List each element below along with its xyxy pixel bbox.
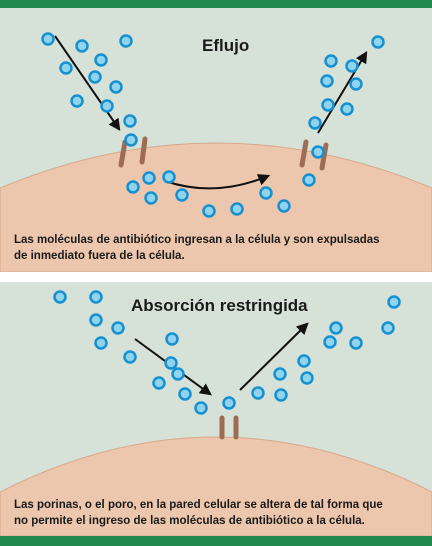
internal-arrow <box>164 174 271 190</box>
porin-right <box>299 139 329 171</box>
efflux-diagram <box>0 32 432 272</box>
cell-body <box>0 436 432 536</box>
bottom-band <box>0 536 432 546</box>
efflux-caption-line-1: Las moléculas de antibiótico ingresan a … <box>14 234 380 246</box>
porin <box>219 415 239 440</box>
antibiotic-molecules <box>41 32 385 218</box>
entry-arrow <box>54 35 121 131</box>
restricted-uptake-title: Absorción restringida <box>131 296 308 315</box>
restricted-caption-line-2: no permite el ingreso de las moléculas d… <box>14 514 365 527</box>
porin-left <box>118 136 148 168</box>
restricted-uptake-diagram <box>0 290 432 536</box>
top-band <box>0 0 432 8</box>
efflux-caption: Las moléculas de antibiótico ingresan a … <box>14 233 424 264</box>
restricted-caption-line-1: Las porinas, o el poro, en la pared celu… <box>14 499 383 511</box>
efflux-panel: Eflujo Las moléculas de antibiótico ingr… <box>0 8 432 272</box>
cell-body <box>0 142 432 272</box>
restricted-uptake-panel: Absorción restringida Las porinas, o el … <box>0 282 432 536</box>
deflected-arrow <box>239 322 309 391</box>
restricted-uptake-caption: Las porinas, o el poro, en la pared celu… <box>14 498 424 529</box>
exit-arrow <box>317 50 368 134</box>
antibiotic-molecules <box>53 290 401 415</box>
divider-band <box>0 272 432 282</box>
efflux-caption-line-2: de inmediato fuera de la célula. <box>14 249 185 262</box>
efflux-title: Eflujo <box>202 36 250 55</box>
